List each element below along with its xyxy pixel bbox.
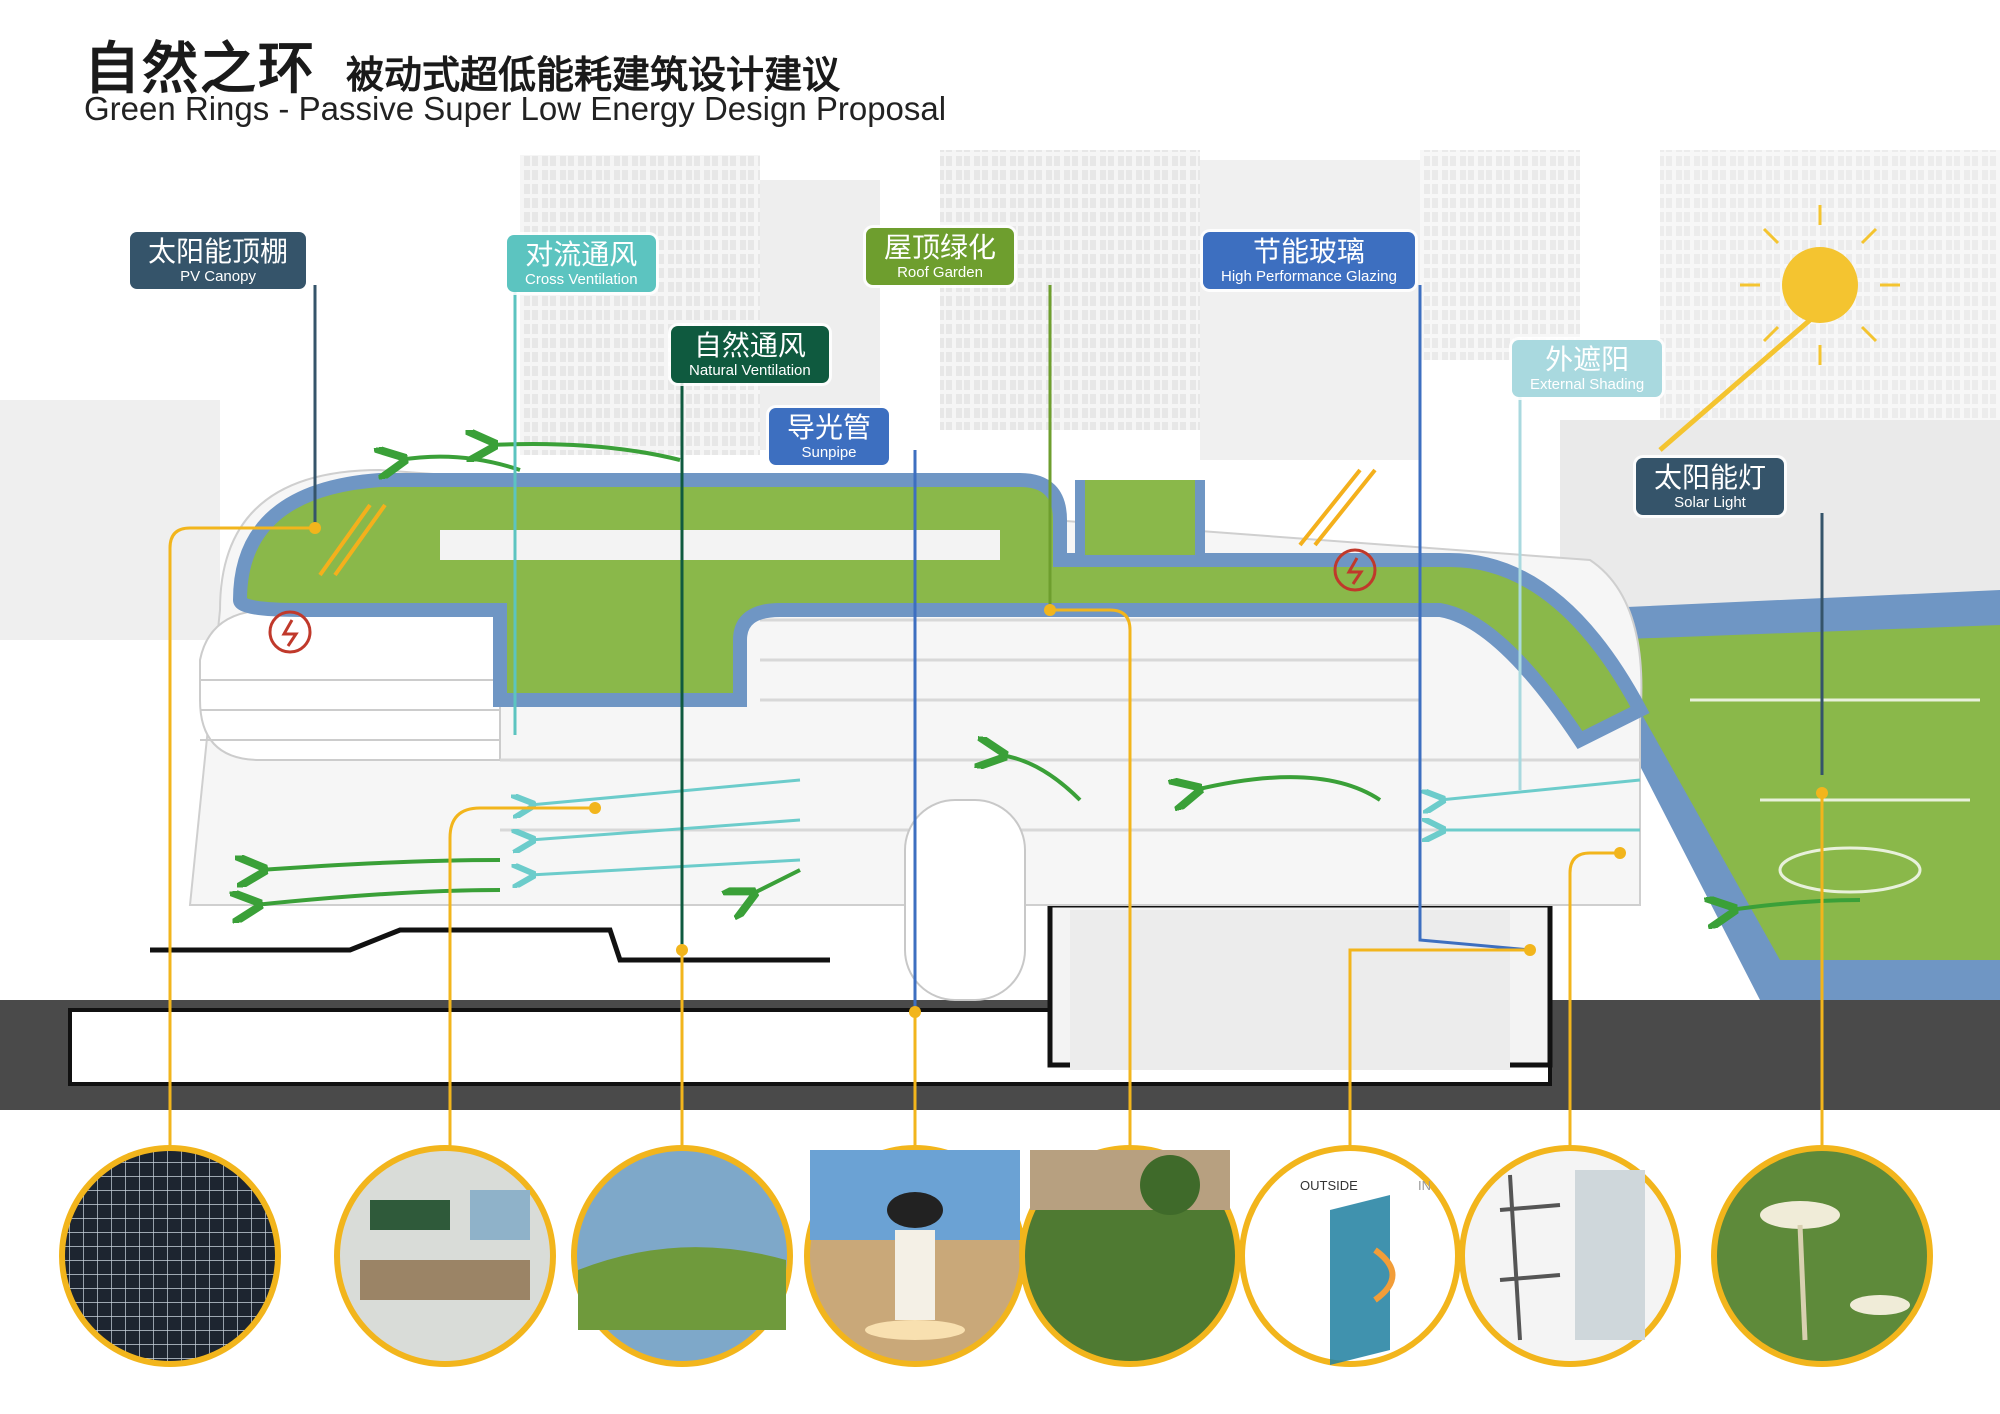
shading-section-photo	[1459, 1145, 1681, 1367]
background-city	[0, 150, 2000, 640]
pv-panels-photo	[59, 1145, 281, 1367]
label-roof-garden-cn: 屋顶绿化	[884, 231, 997, 264]
glazing-outside-label: OUTSIDE	[1300, 1178, 1358, 1193]
classroom-photo	[334, 1145, 556, 1367]
label-pv-canopy-cn: 太阳能顶棚	[148, 235, 289, 268]
label-external-shading-en: External Shading	[1530, 376, 1645, 393]
sunpipe-photo	[804, 1145, 1026, 1367]
sun-icon	[318, 205, 1900, 577]
label-natural-ventilation-en: Natural Ventilation	[689, 362, 811, 379]
label-solar-light-en: Solar Light	[1674, 494, 1746, 511]
title-chinese-subtitle: 被动式超低能耗建筑设计建议	[346, 53, 841, 97]
label-sunpipe: 导光管 Sunpipe	[769, 408, 890, 465]
label-high-performance-glazing-cn: 节能玻璃	[1252, 235, 1365, 268]
label-solar-light-cn: 太阳能灯	[1654, 461, 1767, 494]
glazing-diagram-photo: OUTSIDE IN	[1239, 1145, 1461, 1367]
label-roof-garden-en: Roof Garden	[897, 264, 983, 281]
solar-lamp-photo	[1711, 1145, 1933, 1367]
callout-lines	[168, 285, 1828, 1150]
label-sunpipe-cn: 导光管	[787, 411, 872, 444]
sports-field	[1560, 590, 2000, 1000]
label-cross-ventilation-cn: 对流通风	[525, 238, 638, 271]
energy-symbol-icons	[268, 548, 1377, 654]
label-natural-ventilation-cn: 自然通风	[693, 329, 806, 362]
glazing-inside-label: IN	[1418, 1178, 1431, 1193]
label-high-performance-glazing: 节能玻璃 High Performance Glazing	[1203, 232, 1415, 289]
label-external-shading: 外遮阳 External Shading	[1512, 340, 1663, 397]
airflow-arrows	[255, 444, 1861, 910]
roof-garden-photo	[1019, 1145, 1241, 1367]
label-pv-canopy: 太阳能顶棚 PV Canopy	[130, 232, 307, 289]
label-cross-ventilation: 对流通风 Cross Ventilation	[507, 235, 656, 292]
photo-row: OUTSIDE IN	[59, 1145, 1933, 1367]
label-solar-light: 太阳能灯 Solar Light	[1636, 458, 1785, 515]
title-english: Green Rings - Passive Super Low Energy D…	[84, 90, 947, 127]
label-pv-canopy-en: PV Canopy	[180, 268, 256, 285]
label-cross-ventilation-en: Cross Ventilation	[525, 271, 638, 288]
label-roof-garden: 屋顶绿化 Roof Garden	[866, 228, 1015, 285]
title-chinese-main: 自然之环	[84, 37, 316, 102]
label-high-performance-glazing-en: High Performance Glazing	[1221, 268, 1397, 285]
power-icon-left	[268, 610, 312, 654]
wheat-field-photo	[571, 1145, 793, 1367]
label-sunpipe-en: Sunpipe	[801, 444, 857, 461]
label-external-shading-cn: 外遮阳	[1545, 343, 1630, 376]
label-natural-ventilation: 自然通风 Natural Ventilation	[671, 326, 829, 383]
power-icon-right	[1333, 548, 1377, 592]
roof-green-ring	[232, 473, 1650, 750]
